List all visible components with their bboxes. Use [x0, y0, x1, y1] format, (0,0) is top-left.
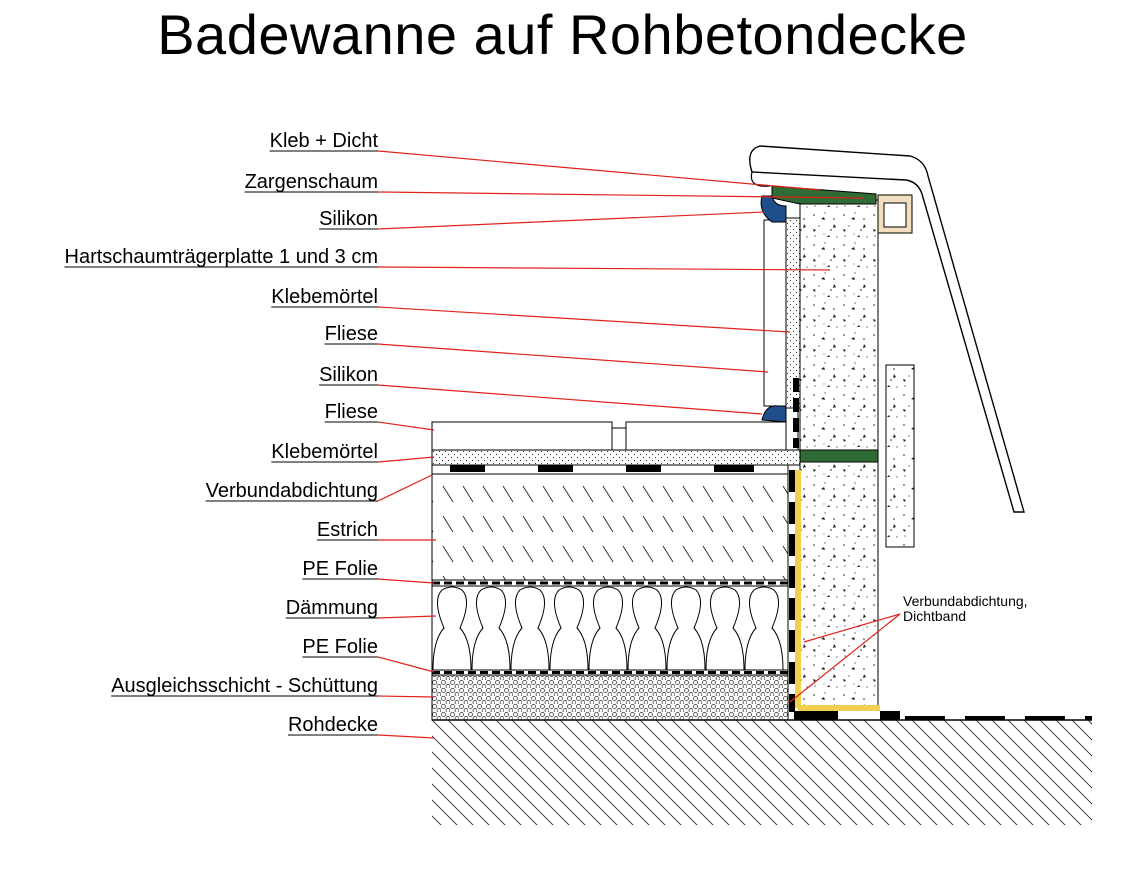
label-kleb-dicht: Kleb + Dicht — [270, 130, 379, 152]
rohdecke — [432, 719, 1092, 825]
page-title: Badewanne auf Rohbetondecke — [157, 3, 968, 66]
leaders — [377, 150, 865, 739]
leader-line — [377, 734, 435, 739]
label-rohdecke: Rohdecke — [288, 714, 378, 736]
insulation-loop — [510, 586, 550, 671]
label-daemmung: Dämmung — [286, 597, 378, 619]
label-silikon-top: Silikon — [319, 208, 378, 230]
label-fliese-floor: Fliese — [325, 401, 378, 423]
label-fliese-wall: Fliese — [325, 323, 378, 345]
insulation-loop — [744, 586, 784, 671]
leader-line — [377, 266, 831, 271]
label-klebemoertel-floor: Klebemörtel — [271, 441, 378, 463]
verbundabdichtung-floor — [431, 464, 789, 475]
labels: Kleb + DichtZargenschaumSilikonHartschau… — [64, 130, 379, 736]
hartschaumtraegerplatte — [799, 199, 915, 707]
leader-line — [377, 150, 821, 191]
insulation-loop — [666, 586, 706, 671]
insulation-loop — [549, 586, 589, 671]
label-ausgleichsschicht: Ausgleichsschicht - Schüttung — [111, 675, 378, 697]
bathtub-outline — [749, 145, 1025, 513]
silikon-bottom — [761, 405, 787, 423]
insulation-loop — [432, 586, 472, 671]
leader-line — [377, 421, 435, 431]
klebemoertel-floor — [431, 449, 805, 466]
verbundabdichtung-wall — [789, 378, 799, 712]
label-silikon-bottom: Silikon — [319, 364, 378, 386]
fliese-floor — [431, 421, 787, 451]
insulation-loop — [705, 586, 745, 671]
leader-line — [377, 456, 435, 463]
label-hartschaum: Hartschaumträgerplatte 1 und 3 cm — [65, 246, 379, 268]
leader-line — [377, 656, 435, 673]
label-klebemoertel-wall: Klebemörtel — [271, 286, 378, 308]
insulation-loop — [588, 586, 628, 671]
label-pe-folie-upper: PE Folie — [302, 558, 378, 580]
leader-line — [377, 615, 437, 619]
leader-line — [377, 306, 791, 333]
leader-line — [377, 191, 865, 199]
leader-line — [377, 578, 435, 584]
silikon-top — [760, 195, 787, 223]
leader-line — [377, 211, 765, 230]
annotation-line-2: Dichtband — [903, 608, 966, 624]
label-pe-folie-lower: PE Folie — [302, 636, 378, 658]
leader-line — [377, 384, 763, 415]
leader-line — [377, 695, 435, 698]
label-verbundabdichtung: Verbundabdichtung — [206, 480, 378, 502]
kleb-dicht-band — [771, 185, 879, 463]
label-estrich: Estrich — [317, 519, 378, 541]
insulation-loop — [471, 586, 511, 671]
leader-line — [377, 343, 769, 373]
insulation-loop — [627, 586, 667, 671]
annotation-verbundabdichtung: Verbundabdichtung, Dichtband — [789, 593, 1028, 703]
dichtband — [794, 470, 1092, 720]
label-zargenschaum: Zargenschaum — [245, 171, 378, 193]
leader-line — [377, 474, 433, 502]
daemmung — [431, 585, 789, 671]
annotation-line-1: Verbundabdichtung, — [903, 593, 1028, 609]
ausgleichsschicht — [431, 674, 789, 721]
estrich — [431, 473, 789, 581]
